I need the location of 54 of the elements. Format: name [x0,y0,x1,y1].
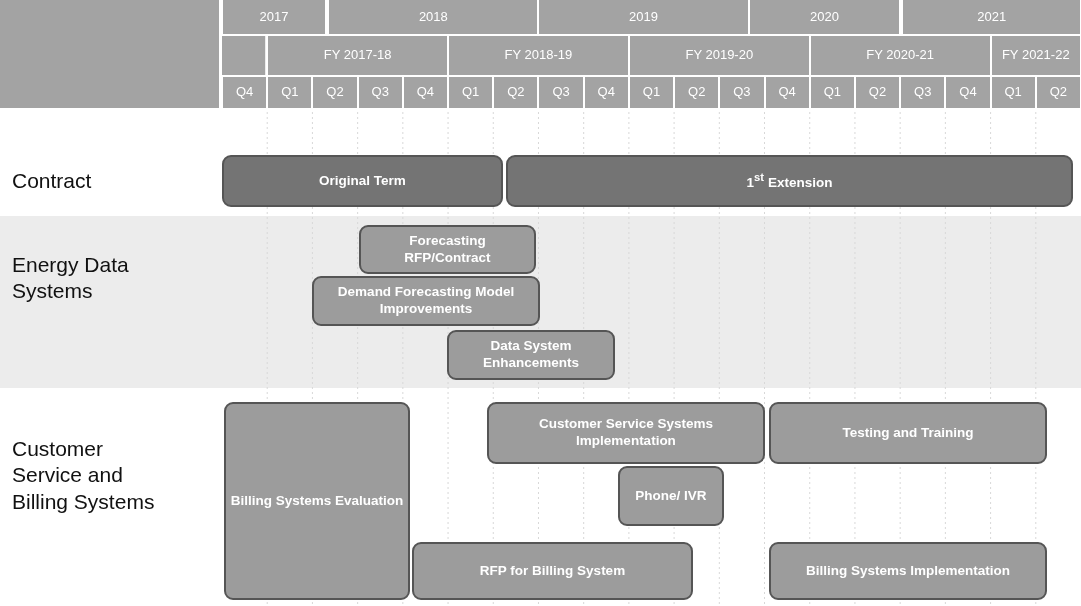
timeline-bar [447,330,615,380]
header-cell: Q2 [1036,77,1080,108]
header-cell: FY 2017-18 [268,36,448,75]
timeline-bar [487,402,765,464]
timeline-bar [618,466,724,526]
header-cell: FY 2018-19 [449,36,628,75]
header-cell: Q3 [720,77,764,108]
bar-label: Billing Systems Evaluation [229,492,405,510]
bar-label: RFP for Billing System [478,562,627,580]
bar-label: Demand Forecasting Model Improvements [336,284,516,318]
header-cell: 2021 [903,0,1080,34]
bar-label: 1$^{st}$ Extension [745,170,834,192]
timeline-bar [222,155,503,207]
header-cell: Q2 [675,77,719,108]
header-cell: Q4 [765,77,809,108]
header-cell: Q4 [584,77,628,108]
bar-label: Data System Enhancements [482,338,580,372]
header-cell: Q1 [810,77,854,108]
header-cell: 2020 [749,0,900,34]
bar-label: Customer Service Systems Implementation [537,416,715,450]
bar-label: Testing and Training [841,424,975,442]
header-cell: 2017 [223,0,325,34]
bar-label: Billing Systems Implementation [804,562,1011,580]
bar-label: Forecasting RFP/Contract [403,232,492,267]
header-cell: Q3 [901,77,945,108]
header-cell: Q4 [946,77,990,108]
timeline-bar [312,276,540,326]
header-cell: Q1 [449,77,493,108]
timeline-bar [506,155,1073,207]
header-cell: Q3 [358,77,402,108]
row-title: Contract [12,168,93,194]
bar-label: Phone/ IVR [634,487,708,505]
row-title: Customer Service and Billing Systems [12,436,156,515]
timeline-bar [224,402,410,600]
header-cell: FY 2021-22 [991,36,1080,75]
header-cell: Q1 [268,77,312,108]
timeline-bar [412,542,693,600]
header-cell: 2019 [539,0,748,34]
header-cell: Q2 [313,77,357,108]
header-cell: Q1 [629,77,674,108]
header-cell: Q2 [494,77,538,108]
row-title: Energy Data Systems [12,252,130,305]
timeline-bar [769,402,1047,464]
timeline-bar [359,225,536,274]
header-cell: 2018 [329,0,538,34]
bar-label: Original Term [318,172,407,190]
header-cell: Q2 [855,77,900,108]
header-cell: Q4 [403,77,448,108]
header-cell: Q4 [223,77,267,108]
header-cell: FY 2020-21 [810,36,990,75]
header-cell: FY 2019-20 [629,36,809,75]
timeline-bar [769,542,1047,600]
header-cell: Q1 [991,77,1035,108]
header-cell: Q3 [539,77,583,108]
